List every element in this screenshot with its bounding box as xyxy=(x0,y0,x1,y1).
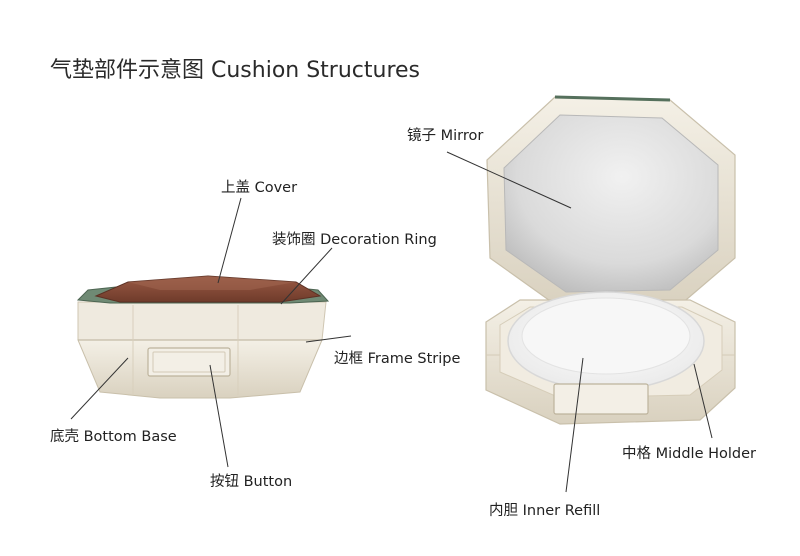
mirror-shape xyxy=(503,114,719,293)
leader-frame-stripe xyxy=(305,335,352,343)
label-decoration-ring: 装饰圈 Decoration Ring xyxy=(272,232,437,248)
leader-lines xyxy=(70,151,713,493)
label-frame-stripe: 边框 Frame Stripe xyxy=(334,351,461,367)
open-compact xyxy=(485,95,736,425)
leader-button xyxy=(209,364,229,468)
leader-middle-holder xyxy=(693,363,713,439)
cover-highlight xyxy=(128,276,296,290)
leader-inner-refill xyxy=(565,357,584,493)
label-inner-refill: 内胆 Inner Refill xyxy=(489,503,601,519)
page-title: 气垫部件示意图 Cushion Structures xyxy=(50,58,421,83)
label-mirror: 镜子 Mirror xyxy=(407,128,484,144)
button-inner xyxy=(152,351,226,373)
button-shape xyxy=(147,347,231,377)
leader-cover xyxy=(217,197,242,284)
leader-bottom-base xyxy=(70,357,129,420)
lid-ring-edge xyxy=(554,95,671,102)
refill-puff xyxy=(521,297,691,375)
closed-compact xyxy=(76,275,330,399)
label-cover: 上盖 Cover xyxy=(221,180,298,196)
frame-stripe-shape xyxy=(77,301,327,341)
label-button: 按钮 Button xyxy=(210,474,293,490)
open-button-shape xyxy=(553,383,649,415)
leader-decoration-ring xyxy=(280,247,333,305)
leader-mirror xyxy=(446,151,572,209)
label-middle-holder: 中格 Middle Holder xyxy=(622,446,757,462)
label-bottom-base: 底壳 Bottom Base xyxy=(50,429,177,445)
